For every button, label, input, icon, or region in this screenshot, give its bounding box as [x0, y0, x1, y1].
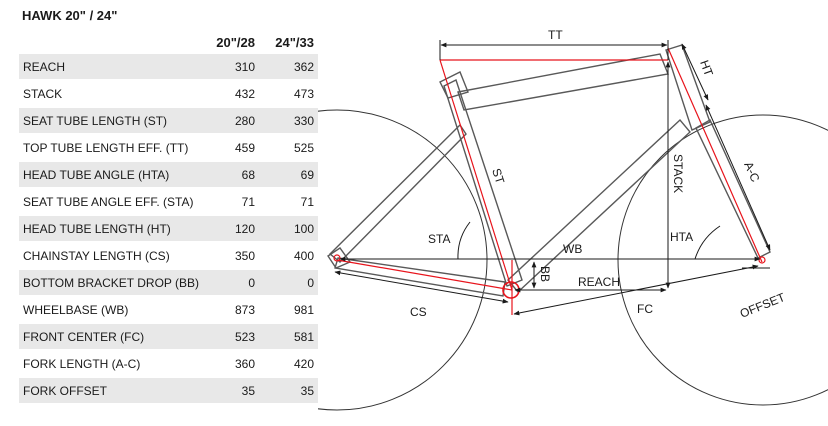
value-size-20: 873 — [201, 296, 259, 324]
sta-arc — [457, 221, 471, 260]
frame-geometry-diagram: TT HT ST STACK A-C STA HTA WB BB REACH C… — [318, 28, 828, 411]
cs-dimension — [334, 270, 509, 304]
value-size-20: 68 — [201, 161, 259, 189]
label-sta: STA — [428, 232, 450, 246]
row-label: HEAD TUBE ANGLE (HTA) — [19, 161, 201, 189]
value-size-24: 400 — [259, 242, 318, 270]
row-label: HEAD TUBE LENGTH (HT) — [19, 215, 201, 243]
row-label: REACH — [19, 54, 201, 81]
row-label: BOTTOM BRACKET DROP (BB) — [19, 269, 201, 297]
row-label: TOP TUBE LENGTH EFF. (TT) — [19, 134, 201, 162]
top-tube — [457, 53, 669, 111]
value-size-20: 0 — [201, 269, 259, 297]
bike-frame — [327, 44, 771, 297]
value-size-20: 280 — [201, 107, 259, 135]
label-st: ST — [489, 167, 507, 187]
down-tube — [507, 118, 691, 294]
label-offset: OFFSET — [738, 290, 788, 321]
value-size-24: 71 — [259, 188, 318, 216]
value-size-20: 120 — [201, 215, 259, 243]
row-label: CHAINSTAY LENGTH (CS) — [19, 242, 201, 270]
value-size-20: 310 — [201, 54, 259, 81]
value-size-24: 100 — [259, 215, 318, 243]
value-size-20: 35 — [201, 377, 259, 405]
chart-title: HAWK 20" / 24" — [22, 8, 118, 23]
row-label: FORK LENGTH (A-C) — [19, 350, 201, 378]
value-size-20: 459 — [201, 134, 259, 162]
label-bb: BB — [538, 266, 552, 282]
label-cs: CS — [410, 305, 427, 319]
black-dimensions — [334, 40, 771, 316]
front-axle — [758, 256, 766, 264]
header-size-24: 24"/33 — [275, 34, 314, 50]
value-size-24: 981 — [259, 296, 318, 324]
label-wb: WB — [563, 242, 582, 256]
ht-dimension — [681, 43, 709, 101]
rear-wheel — [318, 109, 488, 411]
label-fc: FC — [637, 302, 653, 316]
value-size-20: 350 — [201, 242, 259, 270]
label-hta: HTA — [670, 230, 693, 244]
fc-dimension — [513, 264, 759, 316]
value-size-24: 581 — [259, 323, 318, 351]
value-size-20: 432 — [201, 80, 259, 108]
header-size-20: 20"/28 — [216, 34, 255, 50]
header-label — [19, 30, 201, 54]
row-label: SEAT TUBE LENGTH (ST) — [19, 107, 201, 135]
label-tt: TT — [548, 28, 563, 42]
row-label: FRONT CENTER (FC) — [19, 323, 201, 351]
seat-stay — [328, 123, 467, 263]
row-label: WHEELBASE (WB) — [19, 296, 201, 324]
label-stack: STACK — [671, 154, 685, 193]
ac-dimension — [705, 104, 771, 251]
value-size-24: 420 — [259, 350, 318, 378]
value-size-20: 71 — [201, 188, 259, 216]
row-label: STACK — [19, 80, 201, 108]
seat-post — [439, 71, 469, 99]
value-size-24: 69 — [259, 161, 318, 189]
value-size-24: 525 — [259, 134, 318, 162]
value-size-24: 35 — [259, 377, 318, 405]
st-line — [439, 59, 513, 291]
label-ac: A-C — [741, 160, 762, 185]
value-size-24: 473 — [259, 80, 318, 108]
hta-arc — [694, 225, 721, 260]
value-size-24: 330 — [259, 107, 318, 135]
value-size-24: 362 — [259, 54, 318, 81]
value-size-20: 523 — [201, 323, 259, 351]
label-reach: REACH — [578, 275, 620, 289]
label-ht: HT — [697, 58, 716, 78]
row-label: SEAT TUBE ANGLE EFF. (STA) — [19, 188, 201, 216]
value-size-20: 360 — [201, 350, 259, 378]
front-wheel — [617, 114, 828, 406]
value-size-24: 0 — [259, 269, 318, 297]
row-label: FORK OFFSET — [19, 377, 201, 405]
table-header-row: 20"/28 24"/33 — [19, 30, 318, 54]
